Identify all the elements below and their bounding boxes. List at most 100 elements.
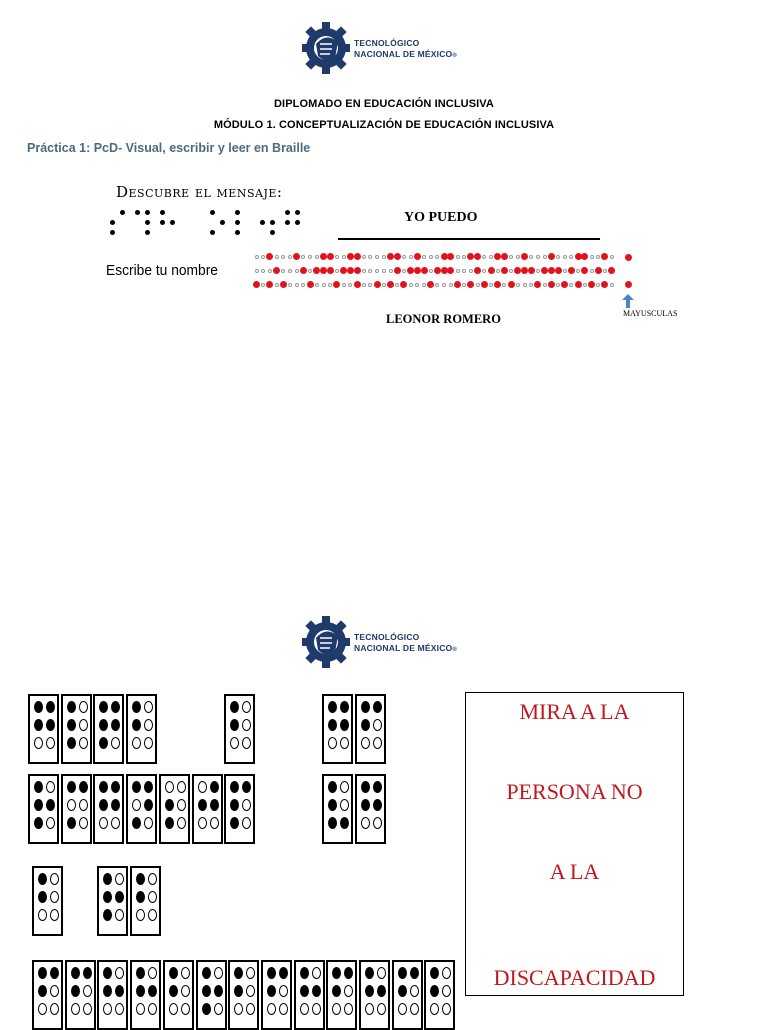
braille-dot-filled <box>332 985 342 997</box>
braille-dot-filled <box>230 799 240 811</box>
braille-dot-filled <box>500 267 508 274</box>
braille-dot-filled <box>115 891 125 903</box>
braille-dot-filled <box>500 253 508 260</box>
braille-dot-filled <box>494 281 502 288</box>
braille-dot-empty <box>115 909 125 921</box>
braille-dot-empty <box>562 268 567 273</box>
braille-dot-empty <box>409 1003 419 1015</box>
braille-dot-filled <box>136 985 146 997</box>
braille-cell <box>97 960 129 1030</box>
braille-dot-filled <box>353 253 361 260</box>
braille-dot-filled <box>588 281 595 288</box>
braille-dot-empty <box>341 282 346 287</box>
braille-dot-empty <box>368 282 373 287</box>
braille-dot-empty <box>361 737 370 749</box>
braille-dot-empty <box>462 254 467 259</box>
braille-dot-empty <box>148 909 158 921</box>
braille-dot-filled <box>521 267 528 274</box>
braille-cell <box>28 694 59 764</box>
braille-dot-empty <box>46 781 55 793</box>
braille-dot-empty <box>448 282 453 287</box>
braille-dot-empty <box>340 799 350 811</box>
braille-dot-empty <box>328 282 333 287</box>
braille-dot-empty <box>428 254 433 259</box>
braille-dot-filled <box>111 701 121 713</box>
braille-dot-empty <box>148 1003 158 1015</box>
braille-dot-empty <box>401 268 406 273</box>
braille-dot-empty <box>136 1003 146 1015</box>
braille-dot-empty <box>397 1003 407 1015</box>
braille-dot-empty <box>522 282 527 287</box>
braille-dot-empty <box>348 282 353 287</box>
braille-dot-filled <box>103 891 113 903</box>
braille-cell <box>60 774 92 844</box>
braille-dot-filled <box>132 781 142 793</box>
braille-dot <box>270 230 275 235</box>
braille-dot-empty <box>242 799 252 811</box>
braille-dot-empty <box>569 254 574 259</box>
braille-dot-empty <box>340 737 350 749</box>
braille-dot-filled <box>144 799 154 811</box>
braille-dot-filled <box>111 799 121 811</box>
braille-dot <box>210 210 215 215</box>
braille-cell <box>158 774 190 844</box>
braille-cell <box>322 774 354 844</box>
braille-dot-empty <box>78 737 88 749</box>
braille-dot-empty <box>82 985 92 997</box>
answer-line <box>338 238 600 240</box>
braille-dot-filled <box>547 253 555 260</box>
braille-dot-filled <box>365 967 374 979</box>
braille-dot-filled <box>413 267 421 274</box>
name-label: Escribe tu nombre <box>106 262 218 279</box>
braille-dot-filled <box>326 267 334 274</box>
braille-dot-empty <box>50 985 59 997</box>
braille-dot-filled <box>299 967 309 979</box>
braille-dot-filled <box>447 253 455 260</box>
braille-dot-filled <box>164 817 174 829</box>
braille-dot <box>295 210 300 215</box>
braille-dot-empty <box>328 737 338 749</box>
braille-dot-empty <box>442 282 447 287</box>
discover-braille-message <box>110 210 320 242</box>
braille-dot-filled <box>66 817 76 829</box>
braille-dot-empty <box>361 268 366 273</box>
braille-dot-empty <box>144 701 154 713</box>
braille-dot-filled <box>230 781 240 793</box>
braille-dot <box>220 220 225 225</box>
braille-dot-empty <box>381 268 386 273</box>
braille-dot-empty <box>50 909 59 921</box>
braille-dot-empty <box>261 282 266 287</box>
braille-dot-filled <box>148 985 158 997</box>
braille-dot-empty <box>576 268 581 273</box>
braille-dot-filled <box>487 267 495 274</box>
braille-dot-empty <box>332 1003 342 1015</box>
braille-cell <box>130 960 162 1030</box>
braille-dot-empty <box>535 254 540 259</box>
logo-page-2: TECNOLÓGICO NACIONAL DE MÉXICO® <box>302 608 462 676</box>
braille-dot-empty <box>455 254 460 259</box>
braille-dot-empty <box>288 268 292 273</box>
braille-cell <box>326 960 358 1030</box>
braille-cell <box>32 866 63 936</box>
braille-dot <box>110 230 115 235</box>
braille-dot <box>145 220 150 225</box>
braille-dot-empty <box>373 737 382 749</box>
braille-dot-filled <box>340 267 348 274</box>
braille-dot-filled <box>574 281 582 288</box>
braille-dot-filled <box>144 781 154 793</box>
braille-dot-empty <box>361 817 370 829</box>
braille-dot-filled <box>279 281 287 288</box>
braille-cell <box>93 694 125 764</box>
braille-dot-filled <box>346 253 354 260</box>
braille-cell <box>391 960 423 1030</box>
braille-dot-empty <box>311 967 321 979</box>
braille-dot-empty <box>388 268 393 273</box>
braille-dot-filled <box>387 253 394 260</box>
braille-dot-empty <box>301 282 306 287</box>
tecnm-gear-logo-icon <box>302 22 350 74</box>
braille-dot-empty <box>308 268 313 273</box>
braille-dot-empty <box>602 268 607 273</box>
braille-cell <box>191 774 223 844</box>
braille-dot-empty <box>132 799 142 811</box>
braille-dot-filled <box>430 967 440 979</box>
